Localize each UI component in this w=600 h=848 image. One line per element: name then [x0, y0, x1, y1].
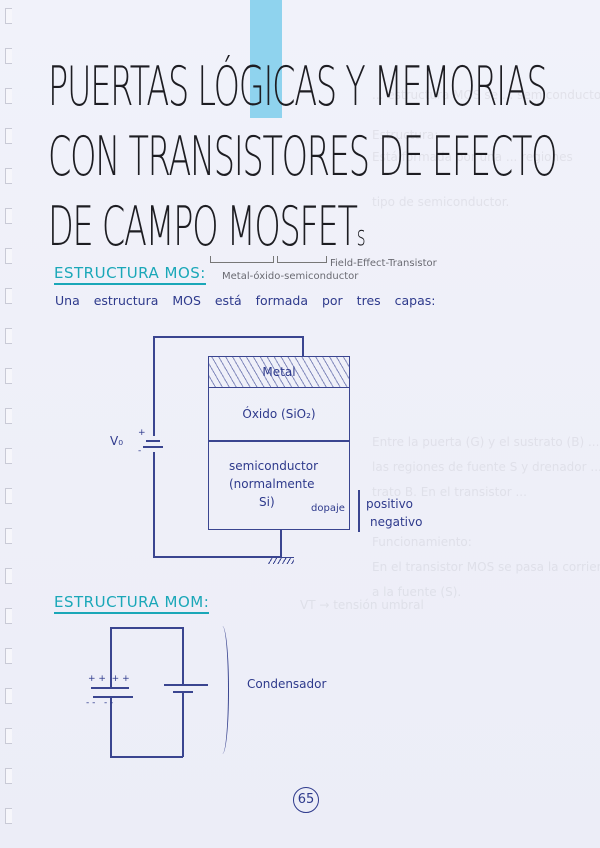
title-suffix: s: [356, 219, 366, 252]
fet-expansion: Field-Effect-Transistor: [330, 258, 437, 269]
title-line-3: DE CAMPO MOSFETs: [48, 195, 366, 258]
battery-short-plate: [173, 691, 193, 693]
mos-layer-stack: Metal Óxido (SiO₂) semiconductor (normal…: [208, 356, 350, 530]
semiconductor-label-3: Si): [259, 495, 275, 509]
bleed-through-text: trato B. En el transistor ...: [372, 485, 527, 499]
condensador-brace: [218, 626, 229, 754]
blue-tab-marker: [250, 0, 282, 118]
capacitor-bottom-plate: [93, 696, 133, 698]
bleed-through-text: En el transistor MOS se pasa la corrient…: [372, 560, 600, 574]
condensador-label: Condensador: [247, 677, 327, 691]
doping-label: dopaje: [311, 503, 345, 514]
fet-brace: [277, 256, 327, 263]
heading-estructura-mos: ESTRUCTURA MOS:: [54, 264, 206, 285]
capacitor-top-plate: [91, 687, 129, 689]
heading-estructura-mom: ESTRUCTURA MOM:: [54, 593, 210, 614]
bleed-through-text: ... estructura MOS se ... semiconductor: [372, 88, 600, 102]
mos-expansion: Metal-óxido-semiconductor: [222, 271, 359, 282]
bleed-through-text: Funcionamiento:: [372, 535, 472, 549]
bleed-through-text: a la fuente (S).: [372, 585, 462, 599]
mos-intro-text: Una estructura MOS está formada por tres…: [55, 293, 436, 308]
metal-layer: [209, 357, 349, 388]
doping-brace: [358, 490, 360, 532]
bleed-through-text: Estructura:: [372, 128, 439, 142]
ground-icon: [268, 557, 294, 564]
battery-long-plate: [164, 684, 208, 686]
positive-charges: + + + +: [88, 674, 130, 684]
bleed-through-text: tipo de semiconductor.: [372, 195, 510, 209]
voltage-label: V₀: [110, 434, 124, 448]
page-number: 65: [293, 787, 319, 813]
metal-label: Metal: [262, 365, 296, 379]
negative-charges: - - - -: [86, 698, 114, 708]
title-line-1: PUERTAS LÓGICAS Y MEMORIAS: [48, 55, 548, 118]
title-line-2: CON TRANSISTORES DE EFECTO: [48, 125, 558, 188]
semiconductor-label-2: (normalmente: [229, 477, 315, 491]
mos-brace: [210, 256, 274, 263]
bleed-through-text: las regiones de fuente S y drenador ...: [372, 460, 600, 474]
bleed-through-text: Está formada por una ... regiones: [372, 150, 573, 164]
battery-minus: -: [138, 446, 142, 456]
doping-negative: negativo: [370, 515, 423, 529]
page-title: PUERTAS LÓGICAS Y MEMORIAS CON TRANSISTO…: [48, 52, 568, 271]
oxide-label: Óxido (SiO₂): [242, 407, 316, 421]
doping-positive: positivo: [366, 497, 414, 511]
semiconductor-label-1: semiconductor: [229, 459, 319, 473]
bleed-through-text: VT → tensión umbral: [300, 598, 424, 612]
bleed-through-text: Entre la puerta (G) y el sustrato (B) ..…: [372, 435, 600, 449]
binding-holes: [5, 8, 17, 848]
battery-plus: +: [138, 428, 146, 438]
